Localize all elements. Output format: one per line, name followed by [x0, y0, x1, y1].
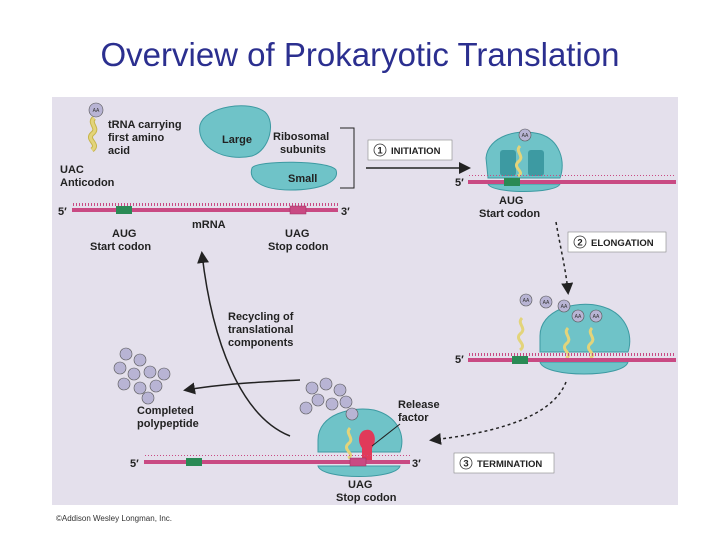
ribosomal-label-2: subunits — [280, 144, 326, 156]
ribosomal-label-1: Ribosomal — [273, 131, 329, 143]
trna-label-3: acid — [108, 145, 130, 157]
mrna-3prime-1: 3′ — [341, 206, 350, 218]
mrna-label: mRNA — [192, 219, 226, 231]
uag-label: UAG — [285, 228, 309, 240]
step-termination: 3 TERMINATION — [453, 452, 555, 474]
uag-label-2: UAG — [348, 479, 372, 491]
step-initiation: 1 INITIATION — [367, 139, 453, 161]
mrna-5prime-1: 5′ — [58, 206, 67, 218]
trna-label-2: first amino — [108, 132, 165, 144]
svg-text:AA: AA — [561, 304, 568, 310]
svg-text:3: 3 — [463, 459, 468, 470]
release-factor-shape — [359, 429, 375, 462]
completed-label-2: polypeptide — [137, 418, 199, 430]
small-subunit — [250, 161, 337, 191]
termination-ribosome — [317, 408, 403, 477]
start-codon-label-2: Start codon — [479, 208, 540, 220]
completed-polypeptide — [113, 347, 171, 405]
recycling-label-3: components — [228, 337, 293, 349]
mrna-strand-2 — [468, 180, 676, 184]
anticodon-label-2: Anticodon — [60, 177, 115, 189]
stop-codon-box — [289, 205, 307, 215]
mrna-3prime-4: 3′ — [412, 458, 421, 470]
aug-label: AUG — [112, 228, 136, 240]
recycling-label-1: Recycling of — [228, 311, 294, 323]
mrna-strand-3 — [468, 358, 676, 362]
mrna-5prime-4: 5′ — [130, 458, 139, 470]
large-subunit — [199, 105, 271, 158]
svg-text:AA: AA — [575, 314, 582, 320]
mrna-5prime-2: 5′ — [455, 177, 464, 189]
free-trna: AA — [88, 102, 104, 152]
svg-text:1: 1 — [377, 146, 383, 157]
initiation-ribosome: AA — [485, 128, 563, 192]
step-elongation: 2 ELONGATION — [567, 231, 667, 253]
svg-text:AA: AA — [523, 298, 530, 304]
large-label: Large — [222, 134, 252, 146]
aug-label-2: AUG — [499, 195, 523, 207]
trna-label-1: tRNA carrying — [108, 119, 182, 131]
mrna-strand-4 — [144, 460, 410, 464]
svg-text:AA: AA — [543, 300, 550, 306]
anticodon-label-1: UAC — [60, 164, 84, 176]
release-label-1: Release — [398, 399, 440, 411]
svg-text:2: 2 — [577, 238, 582, 249]
completed-label-1: Completed — [137, 405, 194, 417]
svg-text:AA: AA — [522, 133, 529, 139]
mrna-strand-1 — [72, 208, 338, 212]
small-label: Small — [288, 173, 317, 185]
recycling-label-2: translational — [228, 324, 293, 336]
svg-text:ELONGATION: ELONGATION — [591, 238, 654, 249]
svg-text:AA: AA — [93, 108, 100, 114]
svg-text:AA: AA — [593, 314, 600, 320]
slide-title: Overview of Prokaryotic Translation — [100, 36, 620, 73]
svg-text:INITIATION: INITIATION — [391, 146, 441, 157]
start-codon-label: Start codon — [90, 241, 151, 253]
stop-codon-label-2: Stop codon — [336, 492, 397, 504]
release-label-2: factor — [398, 412, 429, 424]
svg-text:TERMINATION: TERMINATION — [477, 459, 542, 470]
stop-codon-label: Stop codon — [268, 241, 329, 253]
mrna-5prime-3: 5′ — [455, 354, 464, 366]
start-codon-box — [116, 206, 132, 214]
polypeptide-chain — [299, 377, 359, 421]
copyright-text: ©Addison Wesley Longman, Inc. — [56, 514, 173, 523]
